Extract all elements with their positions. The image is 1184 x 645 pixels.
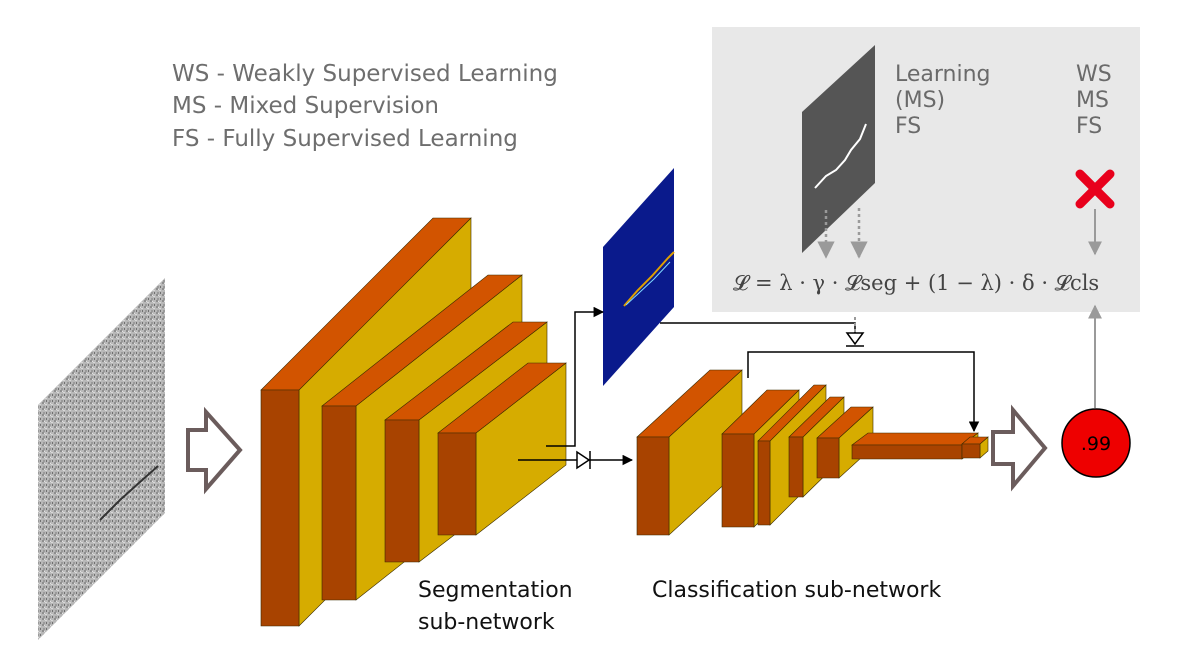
loss-formula: 𝓛 = λ · γ · 𝓛seg + (1 − λ) · δ · 𝓛cls — [733, 271, 1099, 295]
cross-icon — [1075, 169, 1115, 209]
output-score: .99 — [1081, 433, 1111, 455]
classification-network — [636, 369, 989, 536]
supervision-column: WS MS FS — [1076, 62, 1112, 139]
stop-gradient-icon — [576, 450, 591, 470]
segmentation-network — [260, 217, 567, 627]
panel-ms-paren: (MS) — [895, 88, 945, 113]
caption-classification: Classification sub-network — [652, 578, 941, 603]
line-map-to-gate — [660, 322, 856, 334]
seg-block-4 — [437, 362, 567, 536]
output-arrow-icon — [991, 404, 1048, 492]
learning-column: Learning (MS) FS — [895, 62, 991, 139]
mode-fs: FS — [1076, 114, 1102, 139]
panel-learning: Learning — [895, 62, 991, 87]
cls-fc-layer — [851, 432, 979, 460]
cls-output-node — [961, 436, 989, 459]
output-score-circle — [1061, 408, 1131, 478]
caption-segmentation-2: sub-network — [418, 610, 555, 635]
mode-ms: MS — [1076, 88, 1109, 113]
arrow-gate-to-fc — [747, 351, 980, 433]
loss-panel — [712, 27, 1140, 312]
cls-block-1 — [636, 369, 743, 536]
ground-truth-mask — [802, 45, 875, 253]
stop-gradient-icon-2 — [845, 332, 865, 347]
input-image — [38, 278, 165, 640]
legend: WS - Weakly Supervised Learning MS - Mix… — [172, 61, 558, 152]
segmentation-output-map — [603, 168, 675, 386]
input-arrow-icon — [186, 406, 243, 495]
legend-ws: WS - Weakly Supervised Learning — [172, 61, 558, 87]
arrow-seg-to-map — [546, 306, 605, 447]
legend-ms: MS - Mixed Supervision — [172, 93, 439, 119]
panel-fs: FS — [895, 114, 921, 139]
mode-ws: WS — [1076, 62, 1112, 87]
caption-segmentation-1: Segmentation — [418, 578, 573, 603]
legend-fs: FS - Fully Supervised Learning — [172, 126, 518, 152]
input-defect-line — [99, 465, 159, 521]
